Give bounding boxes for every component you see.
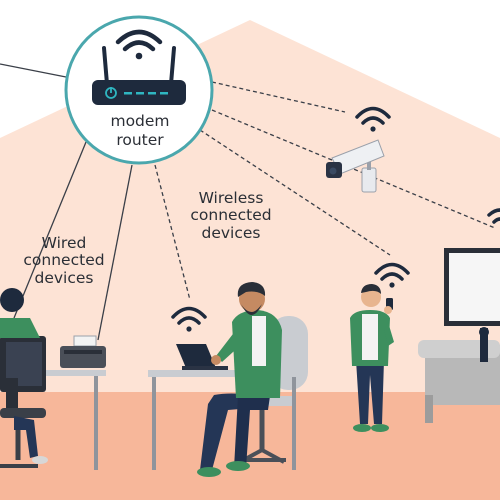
laptop xyxy=(176,344,216,368)
wired-line-printer xyxy=(97,164,133,341)
desktop-user-desk xyxy=(0,288,106,470)
router-label-line1: modem xyxy=(110,112,170,130)
wireless-line-laptop xyxy=(154,164,191,301)
printer xyxy=(60,335,106,368)
person-smartphone xyxy=(350,262,410,432)
phone-wifi-icon xyxy=(374,262,410,288)
wireless-devices-label: Wireless connected devices xyxy=(176,189,286,242)
router-wifi-icon xyxy=(115,29,163,60)
wired-label-line1: Wired xyxy=(41,234,87,252)
wireless-connection-lines xyxy=(154,81,496,301)
laptop-wifi-icon xyxy=(171,306,207,332)
laptop-user-desk xyxy=(148,282,308,477)
wireless-label-line2: connected xyxy=(190,206,272,225)
wireless-label-line1: Wireless xyxy=(198,189,264,207)
wireless-line-phone xyxy=(199,129,391,256)
camera-wifi-icon xyxy=(355,106,391,132)
wireless-line-tv xyxy=(211,109,496,229)
smart-tv xyxy=(418,208,500,423)
wired-label-line2: connected xyxy=(23,251,105,270)
wired-line-offscreen xyxy=(0,63,67,78)
wifi-router-icon xyxy=(92,46,186,105)
security-camera xyxy=(326,106,391,193)
tv-wifi-icon xyxy=(487,208,500,224)
wireless-line-camera xyxy=(211,81,346,113)
router-label-line2: router xyxy=(116,131,164,150)
wired-devices-label: Wired connected devices xyxy=(14,234,114,287)
wired-label-line3: devices xyxy=(34,268,94,287)
wired-line-desktop xyxy=(13,141,87,319)
router-node xyxy=(64,15,214,165)
router-label: modem router xyxy=(103,112,177,151)
wireless-label-line3: devices xyxy=(201,223,261,242)
wired-connection-lines xyxy=(0,63,133,341)
